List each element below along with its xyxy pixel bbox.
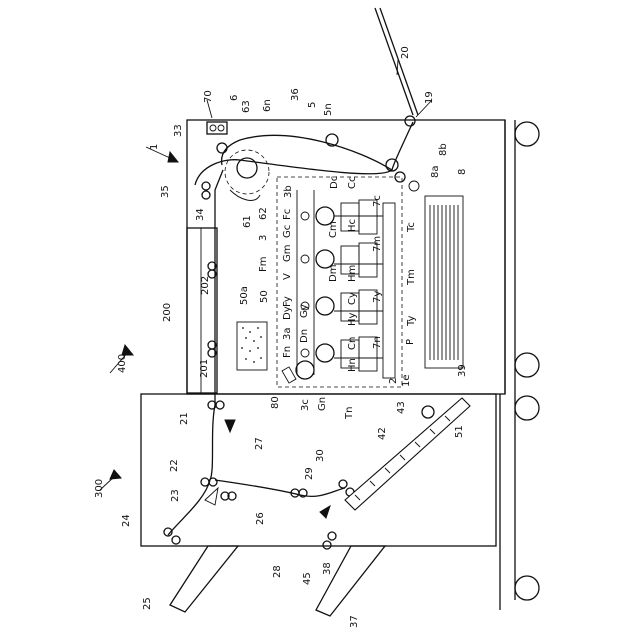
label-Gc: Gc bbox=[282, 225, 293, 238]
label-30: 30 bbox=[315, 449, 326, 462]
label-Cy: Cy bbox=[347, 292, 358, 305]
label-5: 5 bbox=[307, 102, 318, 108]
label-Ty: Ty bbox=[406, 315, 417, 327]
label-8b: 8b bbox=[438, 143, 449, 156]
label-45: 45 bbox=[302, 572, 313, 585]
label-Dm: Dm bbox=[328, 265, 339, 282]
label-Fy: Fy bbox=[282, 296, 293, 307]
label-50a: 50a bbox=[239, 286, 250, 305]
label-Gm: Gm bbox=[282, 245, 293, 263]
wheel bbox=[515, 576, 539, 600]
label-36: 36 bbox=[290, 88, 301, 101]
label-400: 400 bbox=[117, 354, 128, 373]
label-300: 300 bbox=[94, 479, 105, 498]
label-3b: 3b bbox=[283, 185, 294, 198]
label-80: 80 bbox=[270, 396, 281, 409]
label-25: 25 bbox=[142, 597, 153, 610]
leader-lines bbox=[100, 60, 432, 490]
label-7m: 7m bbox=[372, 236, 383, 252]
label-Cn: Cn bbox=[347, 337, 358, 350]
label-Tm: Tm bbox=[406, 269, 417, 286]
label-27: 27 bbox=[254, 437, 265, 450]
label-Cm: Cm bbox=[328, 221, 339, 238]
label-Fc: Fc bbox=[282, 209, 293, 220]
label-21: 21 bbox=[179, 412, 190, 425]
label-Dc: Dc bbox=[329, 176, 340, 189]
label-Gy: Gy bbox=[299, 304, 310, 318]
label-8: 8 bbox=[457, 169, 468, 175]
label-1: 1 bbox=[149, 144, 160, 150]
label-Tn: Tn bbox=[344, 407, 355, 420]
label-7c: 7c bbox=[372, 195, 383, 207]
label-Fm: Fm bbox=[258, 257, 269, 273]
label-24: 24 bbox=[121, 514, 132, 527]
label-35: 35 bbox=[160, 185, 171, 198]
label-Fn: Fn bbox=[282, 346, 293, 358]
label-20: 20 bbox=[400, 46, 411, 59]
label-6n: 6n bbox=[262, 99, 273, 112]
label-Hm: Hm bbox=[347, 265, 358, 282]
label-42: 42 bbox=[377, 427, 388, 440]
transfer-belt-2 bbox=[383, 203, 395, 378]
label-34: 34 bbox=[195, 208, 206, 221]
label-22: 22 bbox=[169, 459, 180, 472]
label-Dn: Dn bbox=[299, 329, 310, 343]
label-28: 28 bbox=[272, 565, 283, 578]
label-Gn: Gn bbox=[317, 397, 328, 411]
label-200: 200 bbox=[162, 303, 173, 322]
label-Hc: Hc bbox=[347, 219, 358, 232]
label-5n: 5n bbox=[323, 103, 334, 116]
printer-body bbox=[187, 120, 539, 610]
label-70: 70 bbox=[203, 90, 214, 103]
label-202: 202 bbox=[200, 276, 211, 295]
label-Tc: Tc bbox=[406, 222, 417, 233]
label-33: 33 bbox=[173, 124, 184, 137]
label-2: 2 bbox=[388, 378, 399, 384]
wheel bbox=[515, 396, 539, 420]
reference-labels: 20 19 70 6 63 6n 36 5 5n 33 1 8b 8a 8 35… bbox=[94, 46, 468, 628]
label-1e: 1e bbox=[401, 374, 412, 387]
label-50: 50 bbox=[259, 290, 270, 303]
wheel bbox=[515, 122, 539, 146]
label-63: 63 bbox=[241, 100, 252, 113]
label-23: 23 bbox=[170, 489, 181, 502]
label-39: 39 bbox=[457, 364, 468, 377]
label-Cc: Cc bbox=[347, 177, 358, 189]
label-3: 3 bbox=[258, 235, 269, 241]
label-61: 61 bbox=[242, 215, 253, 228]
label-3a: 3a bbox=[282, 328, 293, 341]
wheel bbox=[515, 353, 539, 377]
label-Dy: Dy bbox=[282, 306, 293, 320]
label-38: 38 bbox=[322, 562, 333, 575]
box-50 bbox=[237, 322, 267, 370]
paper-tray bbox=[409, 181, 463, 368]
manual-feed-20 bbox=[375, 8, 418, 126]
label-29: 29 bbox=[304, 467, 315, 480]
finisher-300 bbox=[141, 394, 496, 616]
label-8a: 8a bbox=[430, 166, 441, 179]
label-7n: 7n bbox=[372, 336, 383, 349]
label-37: 37 bbox=[349, 615, 360, 628]
label-62: 62 bbox=[258, 207, 269, 220]
imaging-region bbox=[277, 177, 402, 387]
label-7y: 7y bbox=[372, 291, 383, 303]
label-43: 43 bbox=[396, 401, 407, 414]
label-P: P bbox=[405, 339, 416, 345]
label-Hn: Hn bbox=[347, 358, 358, 372]
label-V: V bbox=[282, 273, 293, 280]
label-26: 26 bbox=[255, 512, 266, 525]
label-201: 201 bbox=[199, 359, 210, 378]
label-3c: 3c bbox=[300, 399, 311, 411]
label-19: 19 bbox=[424, 91, 435, 104]
label-51: 51 bbox=[454, 425, 465, 438]
label-Hy: Hy bbox=[347, 312, 358, 326]
image-stations bbox=[282, 190, 383, 383]
label-6: 6 bbox=[229, 95, 240, 101]
